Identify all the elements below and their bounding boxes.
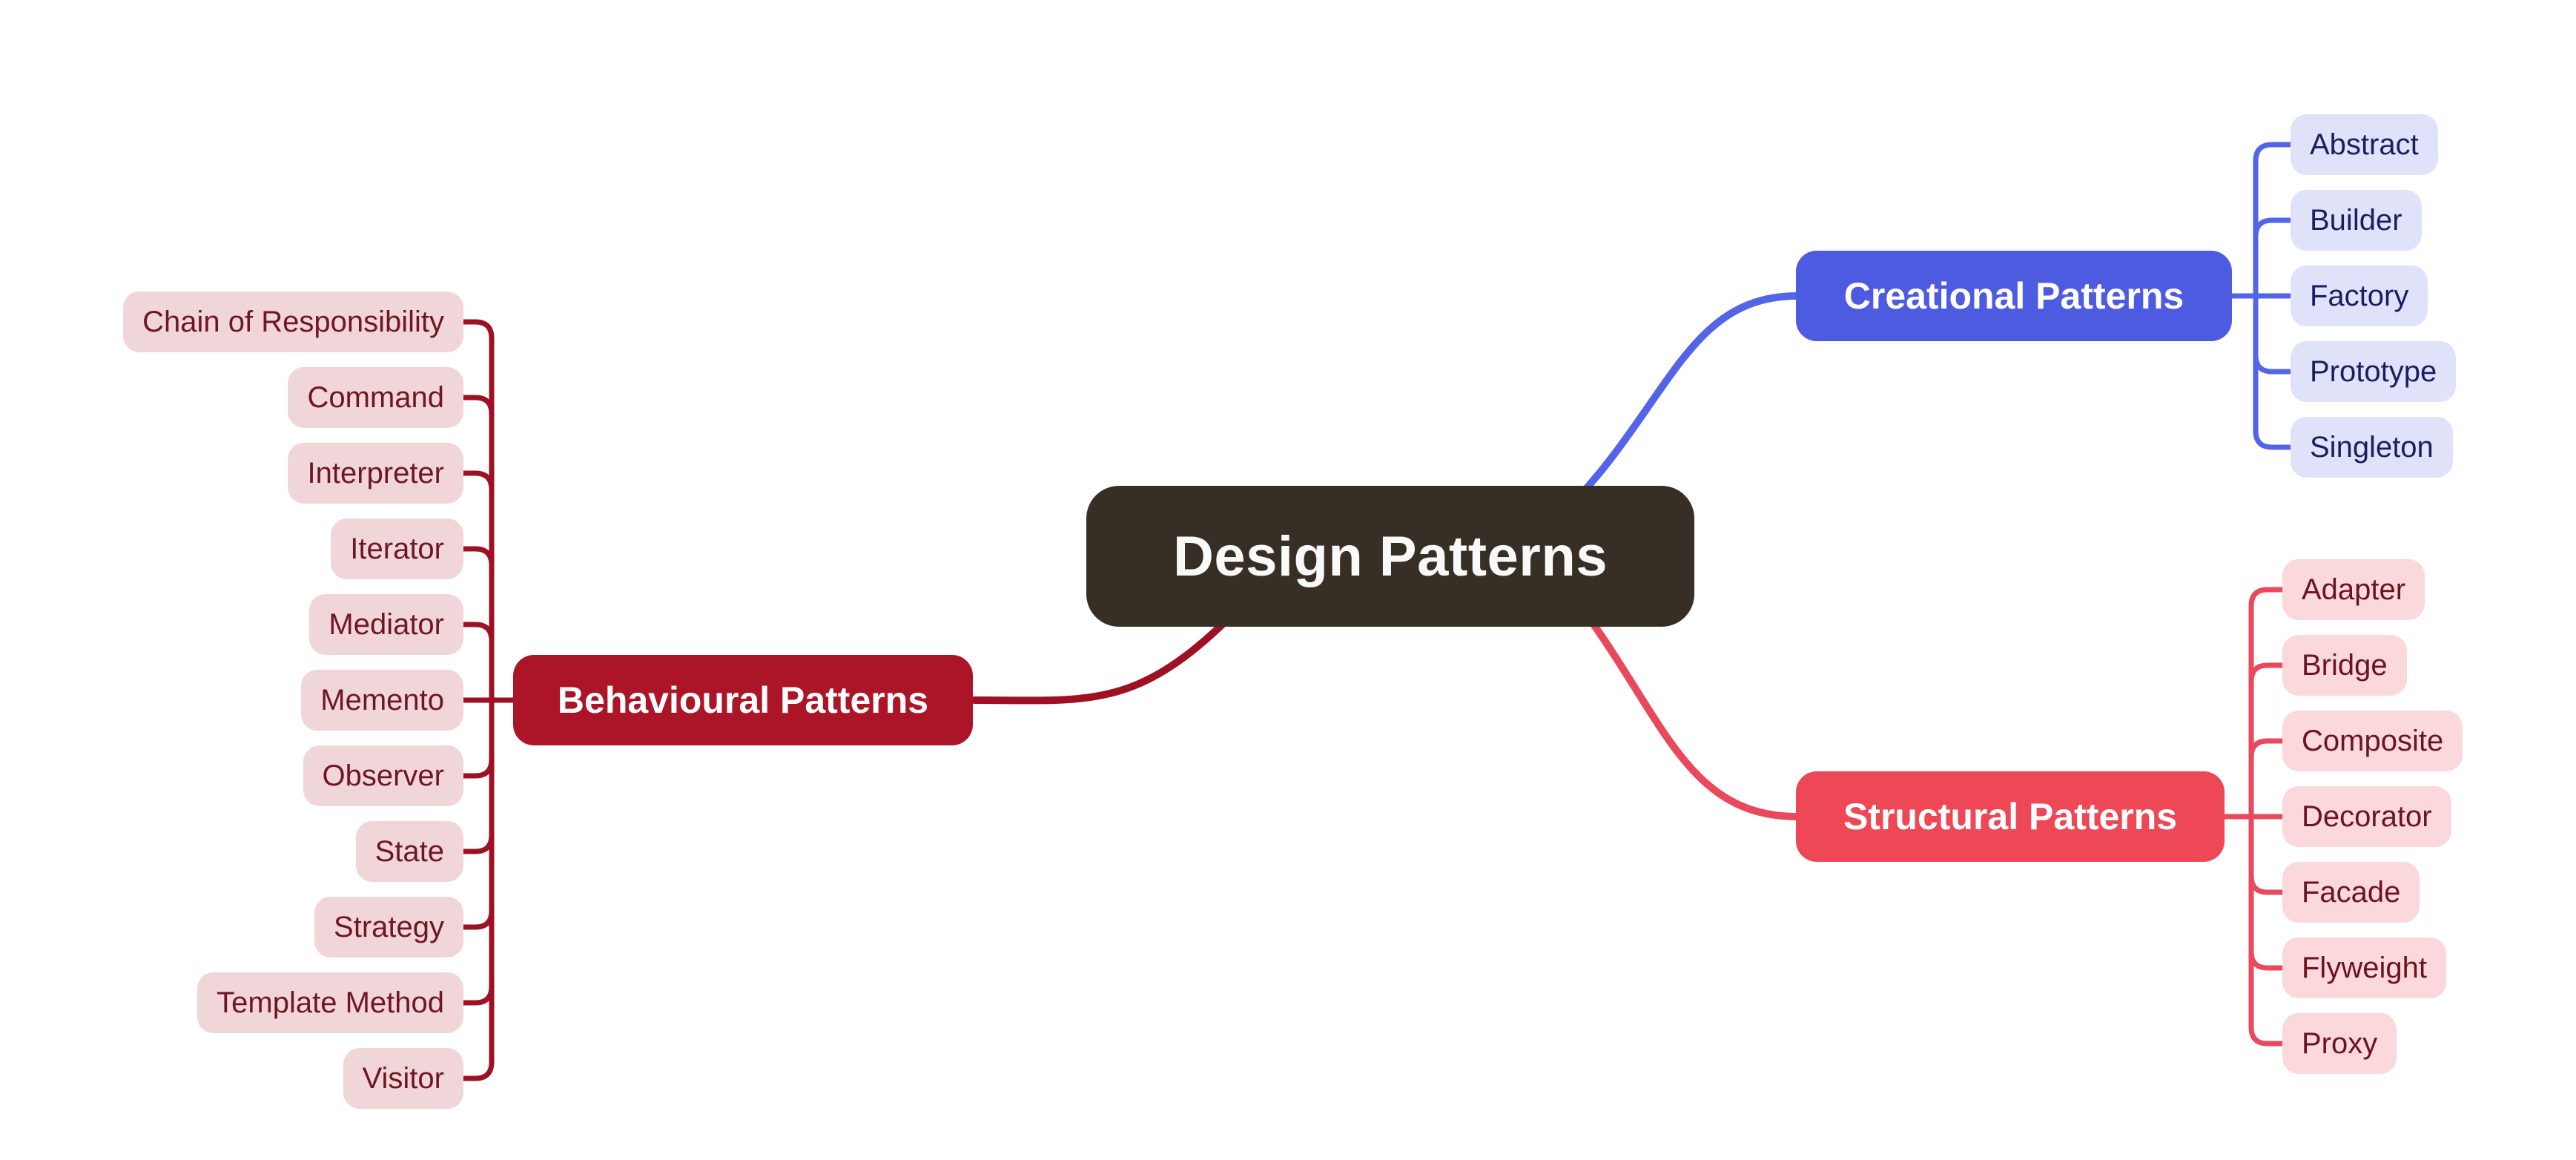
child-node[interactable]: Prototype [2291,341,2457,402]
branch-node-label: Structural Patterns [1843,796,2178,837]
edge-child-behavioural-8 [460,908,495,930]
child-node[interactable]: Facade [2282,862,2420,923]
child-node[interactable]: Bridge [2282,635,2407,696]
child-node[interactable]: Iterator [331,518,463,579]
child-node[interactable]: Decorator [2282,786,2451,847]
edge-child-structural-2 [2248,738,2285,760]
edge-child-structural-0 [2248,587,2285,609]
child-node[interactable]: Visitor [343,1048,463,1109]
child-node[interactable]: Observer [303,745,463,806]
edge-child-creational-1 [2253,217,2293,240]
branch-node-label: Behavioural Patterns [557,679,929,721]
branch-node-label: Creational Patterns [1843,275,2184,317]
child-node[interactable]: Factory [2291,266,2428,326]
root-node-label: Design Patterns [1172,524,1608,588]
child-node[interactable]: Singleton [2291,417,2453,478]
child-node[interactable]: State [355,821,463,882]
root-node[interactable]: Design Patterns [1086,486,1694,627]
child-node[interactable]: Command [288,367,463,428]
child-node[interactable]: Chain of Responsibility [123,291,463,352]
edge-child-behavioural-6 [460,757,495,779]
edge-child-creational-3 [2253,352,2293,375]
branch-node-behavioural[interactable]: Behavioural Patterns [513,655,973,745]
branch-node-creational[interactable]: Creational Patterns [1796,251,2232,341]
child-node[interactable]: Strategy [314,897,463,958]
edge-child-structural-5 [2248,949,2285,971]
child-node[interactable]: Memento [301,670,463,731]
branch-node-structural[interactable]: Structural Patterns [1796,771,2225,862]
child-node[interactable]: Flyweight [2282,937,2446,998]
edge-child-structural-6 [2248,1024,2285,1047]
edge-child-behavioural-4 [460,622,495,644]
child-node[interactable]: Proxy [2282,1013,2397,1074]
edge-child-behavioural-0 [460,319,495,341]
edge-child-behavioural-9 [460,983,495,1006]
edge-child-behavioural-7 [460,832,495,854]
child-node[interactable]: Composite [2282,711,2463,771]
edge-child-behavioural-1 [460,395,495,417]
edge-child-creational-4 [2253,428,2293,450]
edge-child-structural-4 [2248,873,2285,895]
child-node[interactable]: Interpreter [288,443,463,504]
edge-child-creational-0 [2253,142,2293,164]
child-node[interactable]: Adapter [2282,559,2425,620]
edge-child-structural-1 [2248,662,2285,685]
child-node[interactable]: Template Method [197,972,463,1033]
edge-child-behavioural-10 [460,1059,495,1081]
child-node[interactable]: Builder [2291,190,2422,251]
child-node[interactable]: Abstract [2291,114,2438,175]
child-node[interactable]: Mediator [309,594,463,655]
edge-child-behavioural-2 [460,470,495,492]
edge-child-behavioural-3 [460,546,495,568]
